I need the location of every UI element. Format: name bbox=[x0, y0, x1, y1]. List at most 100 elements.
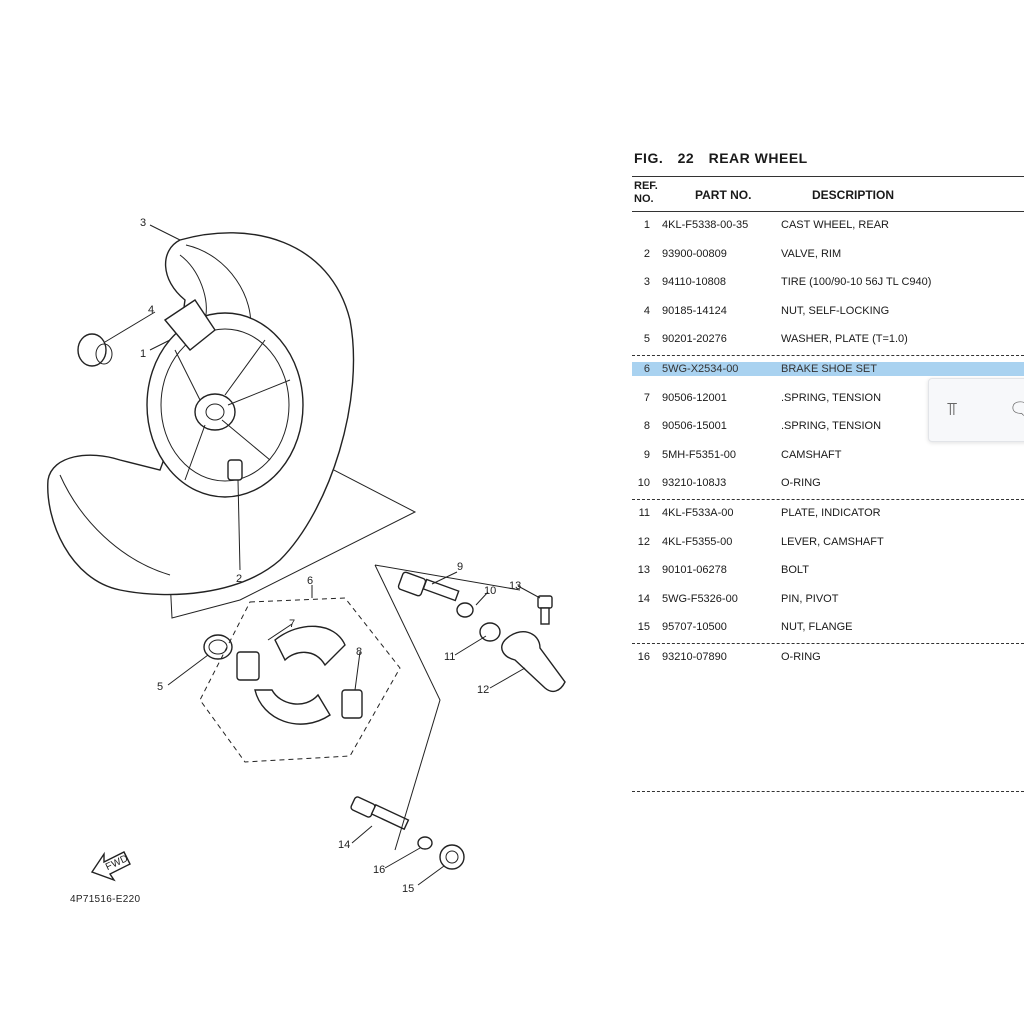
translate-icon[interactable]: ⫪ bbox=[947, 399, 958, 419]
description-cell: O-RING bbox=[781, 650, 821, 663]
part-no-cell: 4KL-F533A-00 bbox=[662, 506, 734, 519]
camshaft-leader-lines bbox=[374, 564, 521, 851]
part-no-cell: 4KL-F5338-00-35 bbox=[662, 219, 749, 231]
description-cell: .SPRING, TENSION bbox=[781, 420, 882, 433]
description-cell: CAST WHEEL, REAR bbox=[781, 219, 889, 231]
ref-cell: 14 bbox=[637, 592, 650, 605]
part-no-header: PART NO. bbox=[695, 188, 752, 202]
camshaft-part bbox=[397, 571, 460, 602]
callout-5: 5 bbox=[157, 681, 163, 693]
description-cell: NUT, FLANGE bbox=[781, 621, 853, 634]
rim-valve-part bbox=[227, 459, 243, 481]
self-locking-nut-part bbox=[77, 333, 113, 367]
callout-4: 4 bbox=[148, 304, 154, 316]
callout-13: 13 bbox=[509, 580, 521, 592]
table-row[interactable]: 3 94110-10808 TIRE (100/90-10 56J TL C940) bbox=[632, 269, 1024, 298]
callout-6: 6 bbox=[307, 575, 313, 587]
camshaft-lever-part bbox=[501, 631, 566, 693]
table-header-rule bbox=[632, 211, 1024, 212]
ref-header-line1: REF. bbox=[634, 180, 658, 192]
brake-shoe-part bbox=[236, 625, 363, 725]
callout-9: 9 bbox=[457, 561, 463, 573]
part-no-cell: 95707-10500 bbox=[662, 621, 727, 634]
pivot-pin-part bbox=[350, 796, 410, 831]
description-cell: VALVE, RIM bbox=[781, 247, 842, 260]
part-no-cell: 5MH-F5351-00 bbox=[662, 448, 736, 461]
flange-nut-part bbox=[439, 844, 465, 870]
comment-icon[interactable]: 🗨 bbox=[1009, 399, 1024, 419]
table-header: REF. NO. PART NO. DESCRIPTION bbox=[632, 177, 1024, 211]
ref-no-header: REF. NO. bbox=[634, 180, 664, 206]
table-row[interactable]: 9 5MH-F5351-00 CAMSHAFT bbox=[632, 442, 1024, 471]
washer-part bbox=[203, 634, 233, 660]
group-divider bbox=[632, 642, 1024, 644]
ref-cell: 9 bbox=[643, 448, 650, 461]
ref-cell: 10 bbox=[637, 477, 650, 490]
part-no-cell: 93210-108J3 bbox=[662, 477, 727, 490]
table-row[interactable]: 7 90506-12001 .SPRING, TENSION bbox=[632, 385, 1024, 414]
callout-3: 3 bbox=[140, 217, 146, 229]
ref-cell: 5 bbox=[643, 333, 650, 346]
part-no-cell: 5WG-X2534-00 bbox=[662, 362, 739, 375]
part-no-cell: 93900-00809 bbox=[662, 247, 727, 260]
table-bottom-divider bbox=[632, 790, 1024, 792]
description-header: DESCRIPTION bbox=[812, 188, 895, 202]
figure-number: 22 bbox=[677, 150, 695, 166]
part-no-cell: 90201-20276 bbox=[662, 333, 727, 346]
description-cell: PLATE, INDICATOR bbox=[781, 506, 881, 519]
tension-spring-7 bbox=[236, 651, 260, 681]
o-ring-16-part bbox=[417, 836, 433, 850]
o-ring-10-part bbox=[456, 602, 474, 618]
description-cell: WASHER, PLATE (T=1.0) bbox=[781, 333, 908, 346]
description-cell: PIN, PIVOT bbox=[781, 592, 839, 605]
description-cell: TIRE (100/90-10 56J TL C940) bbox=[781, 276, 932, 289]
description-cell: NUT, SELF-LOCKING bbox=[781, 304, 890, 317]
ref-cell: 3 bbox=[643, 276, 650, 289]
callout-8: 8 bbox=[356, 646, 362, 658]
ref-cell: 7 bbox=[643, 391, 650, 404]
callout-2: 2 bbox=[236, 573, 242, 585]
description-cell: BOLT bbox=[781, 564, 809, 577]
table-row[interactable]: 11 4KL-F533A-00 PLATE, INDICATOR bbox=[632, 500, 1024, 529]
ref-cell: 8 bbox=[643, 420, 650, 433]
callout-16: 16 bbox=[373, 864, 385, 876]
part-no-cell: 90506-12001 bbox=[662, 391, 727, 404]
part-no-cell: 90185-14124 bbox=[662, 304, 727, 317]
figure-title: FIG. 22 REAR WHEEL bbox=[634, 150, 1024, 166]
description-cell: CAMSHAFT bbox=[781, 448, 842, 461]
figure-name: REAR WHEEL bbox=[708, 150, 808, 166]
cast-wheel-part bbox=[146, 299, 304, 498]
part-no-cell: 4KL-F5355-00 bbox=[662, 535, 733, 548]
part-no-cell: 94110-10808 bbox=[662, 276, 727, 289]
part-no-cell: 90101-06278 bbox=[662, 564, 727, 577]
group-divider bbox=[632, 498, 1024, 500]
callout-11: 11 bbox=[444, 651, 455, 663]
diagram-code: 4P71516-E220 bbox=[70, 894, 140, 905]
table-top-rule bbox=[632, 176, 1024, 177]
callout-10: 10 bbox=[484, 585, 496, 597]
description-cell: .SPRING, TENSION bbox=[781, 391, 882, 404]
table-spacer bbox=[632, 673, 1024, 791]
ref-cell: 16 bbox=[637, 650, 650, 663]
ref-cell: 11 bbox=[638, 506, 650, 519]
fwd-arrow-icon: FWD bbox=[90, 851, 131, 882]
callout-7: 7 bbox=[289, 618, 295, 630]
group-divider bbox=[632, 354, 1024, 356]
callout-14: 14 bbox=[338, 839, 350, 851]
selection-popup: ⫪ 🗨 bbox=[928, 378, 1024, 442]
ref-cell: 12 bbox=[637, 535, 650, 548]
tension-spring-8 bbox=[341, 689, 363, 719]
table-row[interactable]: 5 90201-20276 WASHER, PLATE (T=1.0) bbox=[632, 326, 1024, 355]
